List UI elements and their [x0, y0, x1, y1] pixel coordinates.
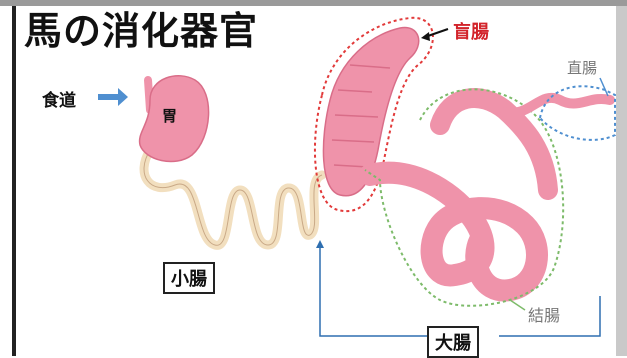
stomach-label: 胃 — [162, 105, 177, 126]
rectum — [505, 98, 610, 113]
page-title: 馬の消化器官 — [24, 6, 258, 56]
esophagus-arrow — [98, 88, 128, 106]
connector-line — [320, 245, 427, 336]
rectum-label: 直腸 — [567, 57, 597, 78]
large-colon — [370, 173, 537, 291]
large-intestine-label: 大腸 — [427, 326, 479, 358]
connector-arrowhead — [316, 240, 324, 248]
esophagus-label: 食道 — [42, 86, 76, 111]
cecum-arrowhead — [421, 32, 430, 41]
colon-label: 結腸 — [528, 302, 560, 326]
small-intestine-label: 小腸 — [163, 262, 215, 294]
colon-arrow — [510, 300, 525, 310]
cecum-label: 盲腸 — [453, 18, 489, 44]
rectum-arrow — [600, 78, 608, 96]
